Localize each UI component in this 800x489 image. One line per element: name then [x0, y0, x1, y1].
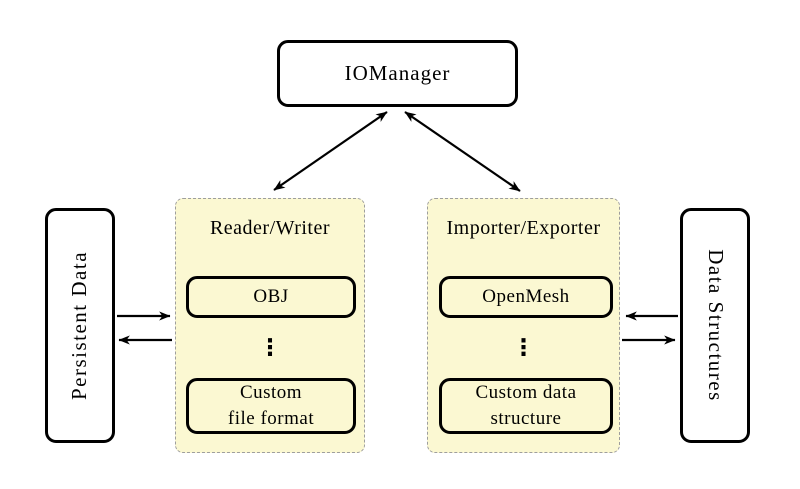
custom-file-format-box: Custom file format — [186, 378, 356, 434]
importer-exporter-group: Importer/Exporter OpenMesh ⋮ Custom data… — [427, 198, 620, 453]
obj-label: OBJ — [253, 286, 289, 307]
persistent-data-label: Persistent Data — [67, 250, 92, 401]
reader-writer-title: Reader/Writer — [209, 217, 331, 239]
data-structures-box: Data Structures — [680, 208, 750, 443]
data-structures-label: Data Structures — [703, 249, 728, 402]
arrow-iomanager-importerexporter — [404, 111, 521, 192]
importer-exporter-title: Importer/Exporter — [446, 217, 601, 239]
importer-exporter-ellipsis: ⋮ — [512, 335, 535, 361]
custom-data-structure-box: Custom data structure — [439, 378, 613, 434]
obj-box: OBJ — [186, 276, 356, 318]
custom-file-format-label: Custom file format — [227, 382, 315, 429]
arrow-iomanager-readerwriter — [273, 111, 388, 191]
custom-data-structure-label: Custom data structure — [475, 382, 577, 429]
reader-writer-ellipsis: ⋮ — [258, 335, 282, 361]
openmesh-box: OpenMesh — [439, 276, 613, 318]
persistent-data-box: Persistent Data — [45, 208, 115, 443]
iomanager-label: IOManager — [344, 61, 451, 85]
openmesh-label: OpenMesh — [482, 286, 570, 307]
iomanager-box: IOManager — [277, 40, 518, 107]
reader-writer-group: Reader/Writer OBJ ⋮ Custom file format — [175, 198, 365, 453]
